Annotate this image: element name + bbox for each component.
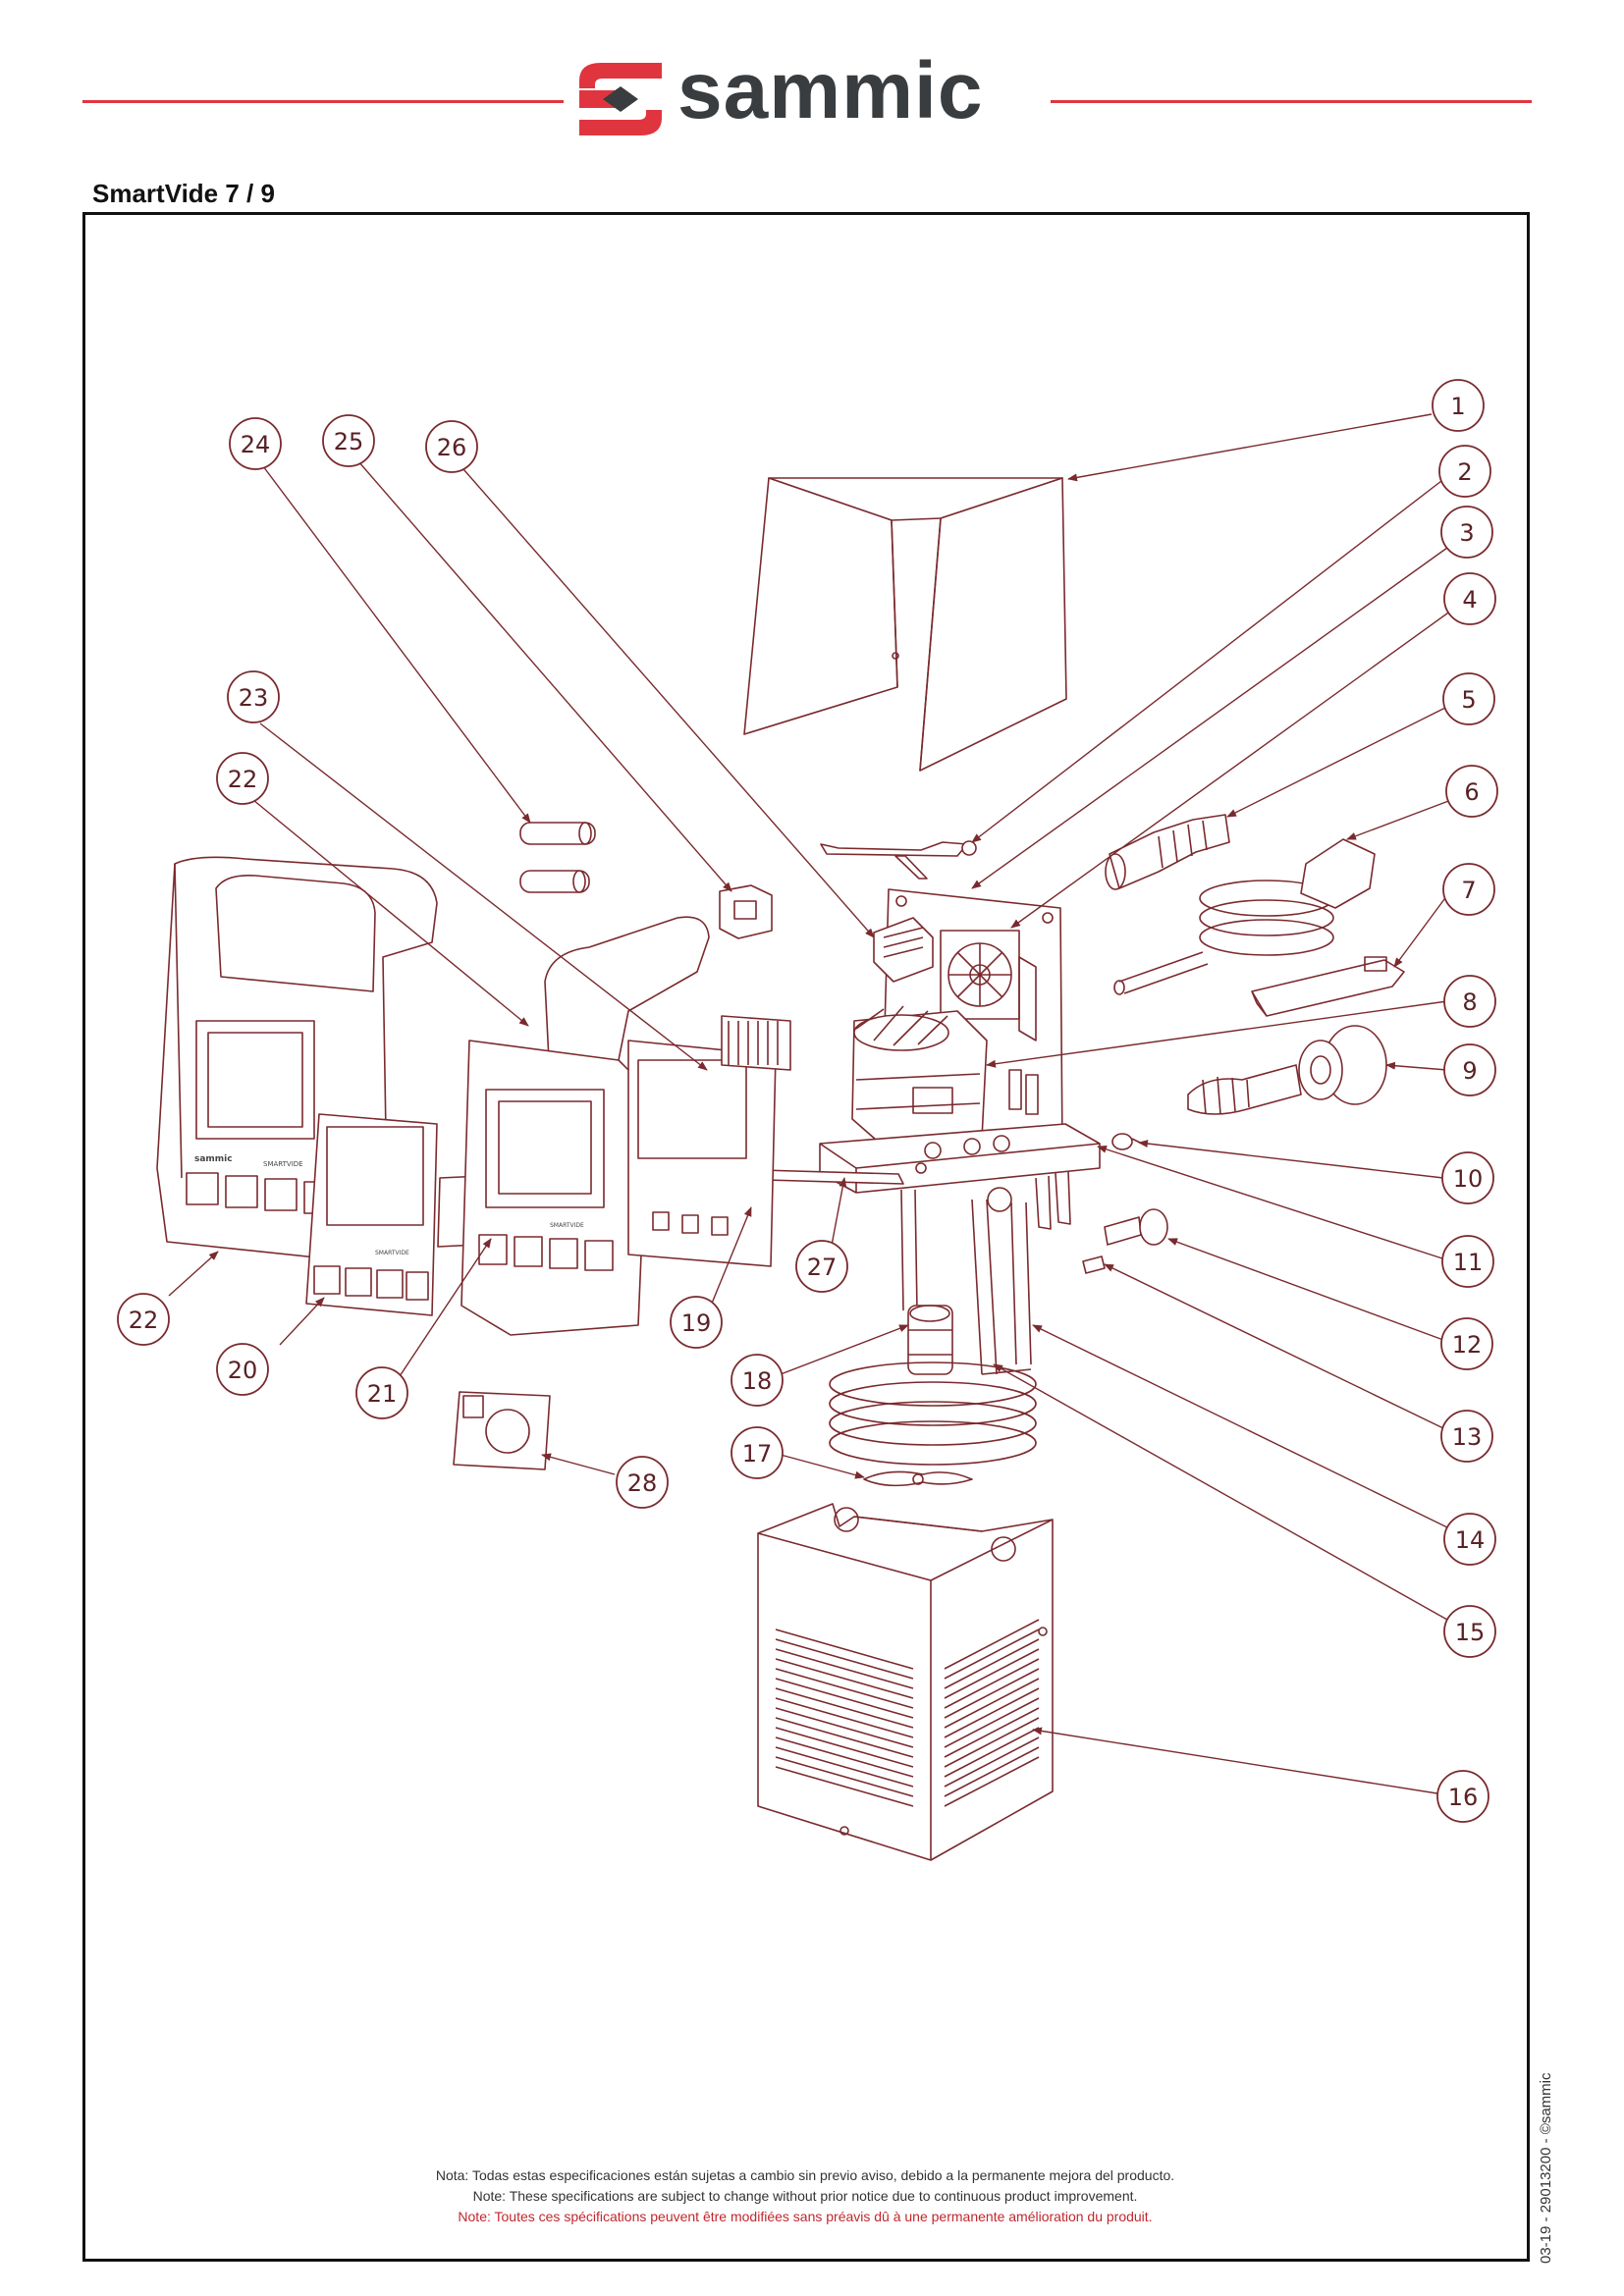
part-bracket [820, 840, 977, 880]
callout-17: 17 [742, 1440, 773, 1468]
part-fuses [519, 822, 596, 893]
callout-16: 16 [1448, 1784, 1479, 1811]
part-heater-coil [829, 1362, 1037, 1466]
callout-3: 3 [1459, 519, 1474, 547]
callout-14: 14 [1455, 1526, 1486, 1554]
part-clamp-knob [1187, 1025, 1387, 1115]
callout-11: 11 [1453, 1249, 1484, 1276]
document-code: 03-19 - 29013200 - ©sammic [1538, 2072, 1554, 2264]
callout-22-front: 22 [129, 1307, 159, 1334]
part-small-connector [719, 884, 773, 939]
callout-5: 5 [1461, 686, 1476, 714]
part-grub-screw [1082, 1255, 1106, 1274]
header-rule-left [82, 100, 564, 103]
callout-20: 20 [228, 1357, 258, 1384]
callout-4: 4 [1462, 586, 1477, 614]
part-guard-cage [757, 1503, 1054, 1861]
callout-2: 2 [1457, 458, 1472, 486]
note-english: Note: These specifications are subject t… [472, 2188, 1138, 2204]
leader-lines [168, 413, 1452, 1795]
callout-25: 25 [334, 428, 364, 455]
part-small-board [453, 1391, 551, 1470]
callout-22: 22 [228, 766, 258, 793]
part-pump [907, 1305, 953, 1375]
callout-27: 27 [807, 1254, 838, 1281]
note-french: Note: Toutes ces spécifications peuvent … [458, 2209, 1153, 2224]
rear-model-label: SMARTVIDE [550, 1222, 584, 1229]
callout-13: 13 [1452, 1423, 1483, 1451]
part-motor [851, 1005, 988, 1148]
callout-numbers: 1 2 3 4 5 6 7 8 9 10 11 12 13 14 15 16 1… [129, 393, 1486, 1811]
callout-23: 23 [239, 684, 269, 712]
part-screw [1111, 1133, 1145, 1150]
disclaimer-notes: Nota: Todas estas especificaciones están… [295, 2165, 1316, 2227]
callout-21: 21 [367, 1380, 398, 1408]
callout-6: 6 [1464, 778, 1479, 806]
callout-8: 8 [1462, 988, 1477, 1016]
callout-28: 28 [627, 1469, 658, 1497]
callout-9: 9 [1462, 1057, 1477, 1085]
model-title: SmartVide 7 / 9 [92, 179, 275, 208]
sammic-logo-icon [579, 63, 662, 135]
part-main-board [627, 1015, 791, 1267]
callout-7: 7 [1461, 877, 1476, 904]
part-display-board [305, 1113, 438, 1316]
callout-10: 10 [1453, 1165, 1484, 1193]
housing-model-label: SMARTVIDE [263, 1160, 303, 1168]
board-model-label: SMARTVIDE [375, 1250, 409, 1256]
callout-15: 15 [1455, 1619, 1486, 1646]
part-connector-block [873, 917, 934, 983]
part-cable-clip [1251, 956, 1405, 1017]
part-impeller [863, 1470, 973, 1487]
part-cable-gland [1105, 814, 1230, 890]
part-power-cable [1113, 838, 1376, 995]
callout-1: 1 [1450, 393, 1465, 420]
part-top-cover [743, 477, 1067, 772]
page-header: sammic [0, 0, 1624, 157]
callout-12: 12 [1452, 1331, 1483, 1359]
brand-wordmark: sammic [677, 46, 984, 135]
housing-brand-label: sammic [194, 1154, 233, 1164]
header-rule-right [1051, 100, 1532, 103]
note-spanish: Nota: Todas estas especificaciones están… [435, 2167, 1175, 2183]
callout-18: 18 [742, 1367, 773, 1395]
callout-circles [117, 379, 1498, 1823]
cage-vents-right [944, 1619, 1040, 1807]
cage-vents-left [775, 1629, 914, 1807]
part-rear-housing [460, 916, 710, 1336]
callout-24: 24 [241, 431, 271, 458]
diagram-frame [82, 212, 1530, 2262]
callout-19: 19 [681, 1309, 712, 1337]
callout-26: 26 [437, 434, 467, 461]
part-thumb-screw [1104, 1208, 1168, 1246]
